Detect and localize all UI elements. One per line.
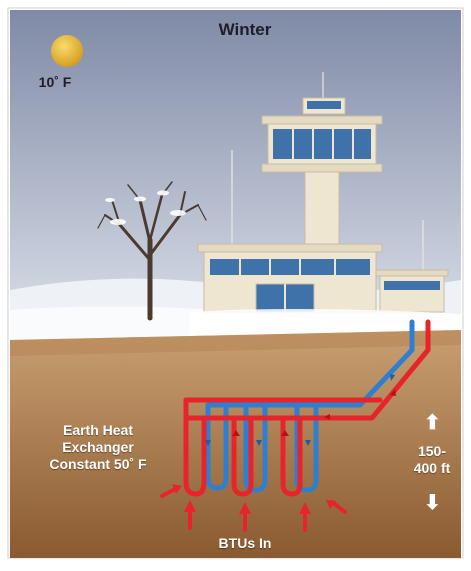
depth-line1: 150- — [417, 443, 447, 459]
earth-label-line2: Exchanger — [62, 438, 134, 455]
outdoor-temperature: 10˚ F — [38, 74, 72, 90]
season-title: Winter — [218, 20, 272, 39]
up-arrow-icon: ⬆ — [424, 412, 441, 434]
depth-line2: 400 ft — [413, 459, 451, 476]
warm-pipe-loop — [183, 319, 431, 497]
earth-label-line1: Earth Heat — [62, 422, 134, 438]
down-arrow-icon: ⬇ — [424, 492, 441, 514]
building — [197, 72, 449, 313]
btu-arrows — [160, 484, 347, 532]
flow-indicators — [232, 389, 396, 436]
earth-heat-exchanger-label: Earth Heat Exchanger Constant 50˚ F — [18, 422, 178, 472]
sun-icon — [51, 35, 83, 67]
btus-in-label: BTUs In — [218, 535, 272, 551]
tree-snow — [105, 190, 186, 225]
depth-label: 150- 400 ft — [400, 443, 464, 477]
bare-tree — [97, 181, 207, 321]
cold-pipe-loop — [205, 319, 415, 493]
earth-label-line3: Constant 50˚ F — [49, 455, 147, 472]
flow-indicators-cold — [205, 374, 395, 446]
soil-top-layer — [10, 330, 461, 356]
